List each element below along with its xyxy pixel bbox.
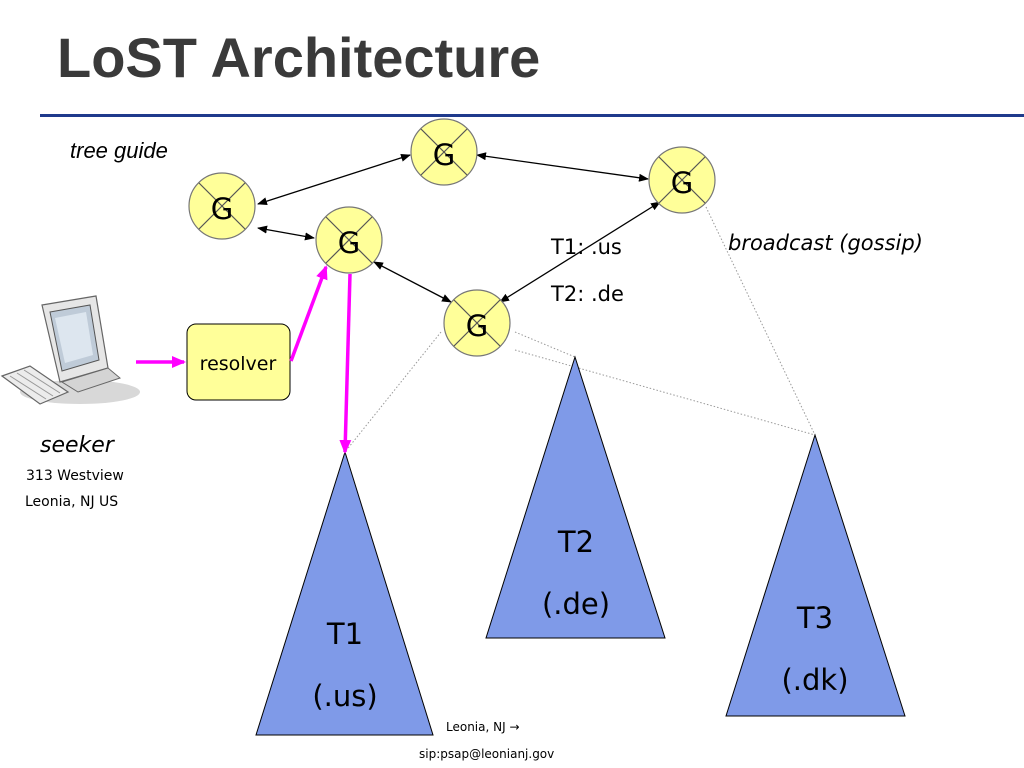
tree-t3 bbox=[725, 433, 906, 717]
resolver-label: resolver bbox=[200, 353, 277, 375]
scope-line-t3-lower bbox=[514, 349, 816, 436]
guide-node-right-label: G bbox=[671, 166, 693, 200]
scope-line-t1 bbox=[344, 331, 442, 453]
seeker-address-line1: 313 Westview bbox=[26, 468, 124, 484]
page-title: LoST Architecture bbox=[57, 26, 541, 89]
link-top-right bbox=[476, 152, 649, 182]
guide-node-top-label: G bbox=[433, 138, 455, 172]
scope-line-t2 bbox=[514, 331, 576, 358]
guide-node-center-label: G bbox=[338, 226, 360, 260]
tree-guide-label: tree guide bbox=[70, 138, 168, 163]
footer-location: Leonia, NJ → bbox=[446, 720, 520, 734]
guide-node-top: G bbox=[410, 118, 478, 186]
gossip-links bbox=[257, 152, 661, 303]
tree-t2-domain: (.de) bbox=[542, 587, 610, 621]
guide-node-left: G bbox=[188, 172, 256, 240]
tree-t1-domain: (.us) bbox=[312, 679, 377, 713]
tree-t3-name: T3 bbox=[796, 601, 833, 635]
resolver-box bbox=[186, 323, 291, 401]
tree-scope-lines bbox=[344, 206, 816, 453]
scope-line-t3-upper bbox=[705, 206, 816, 436]
query-arrow-resolver-guide bbox=[289, 265, 328, 362]
title-rule bbox=[40, 114, 1024, 117]
guide-node-left-label: G bbox=[211, 192, 233, 226]
guide-node-center: G bbox=[315, 206, 383, 274]
guide-node-lower: G bbox=[443, 289, 511, 357]
link-center-lower bbox=[373, 261, 452, 303]
link-left-center bbox=[257, 225, 315, 241]
mapping-t2-label: T2: .de bbox=[551, 282, 624, 306]
tree-t3-domain: (.dk) bbox=[781, 663, 848, 697]
tree-t1-name: T1 bbox=[326, 617, 363, 651]
guide-node-right: G bbox=[648, 146, 716, 214]
guide-node-lower-label: G bbox=[466, 309, 488, 343]
link-lower-right bbox=[499, 201, 661, 303]
desktop-computer-icon bbox=[0, 295, 140, 405]
seeker-label: seeker bbox=[40, 433, 114, 458]
link-left-top bbox=[257, 153, 411, 206]
query-path bbox=[136, 265, 352, 454]
tree-t2 bbox=[485, 355, 666, 639]
query-arrow-guide-t1 bbox=[339, 273, 352, 454]
tree-t2-name: T2 bbox=[557, 525, 594, 559]
seeker-address-line2: Leonia, NJ US bbox=[25, 494, 119, 510]
mapping-t1-label: T1: .us bbox=[551, 235, 622, 259]
tree-t1 bbox=[255, 450, 434, 736]
footer-sip-uri: sip:psap@leonianj.gov bbox=[419, 747, 555, 761]
broadcast-gossip-label: broadcast (gossip) bbox=[728, 231, 923, 255]
